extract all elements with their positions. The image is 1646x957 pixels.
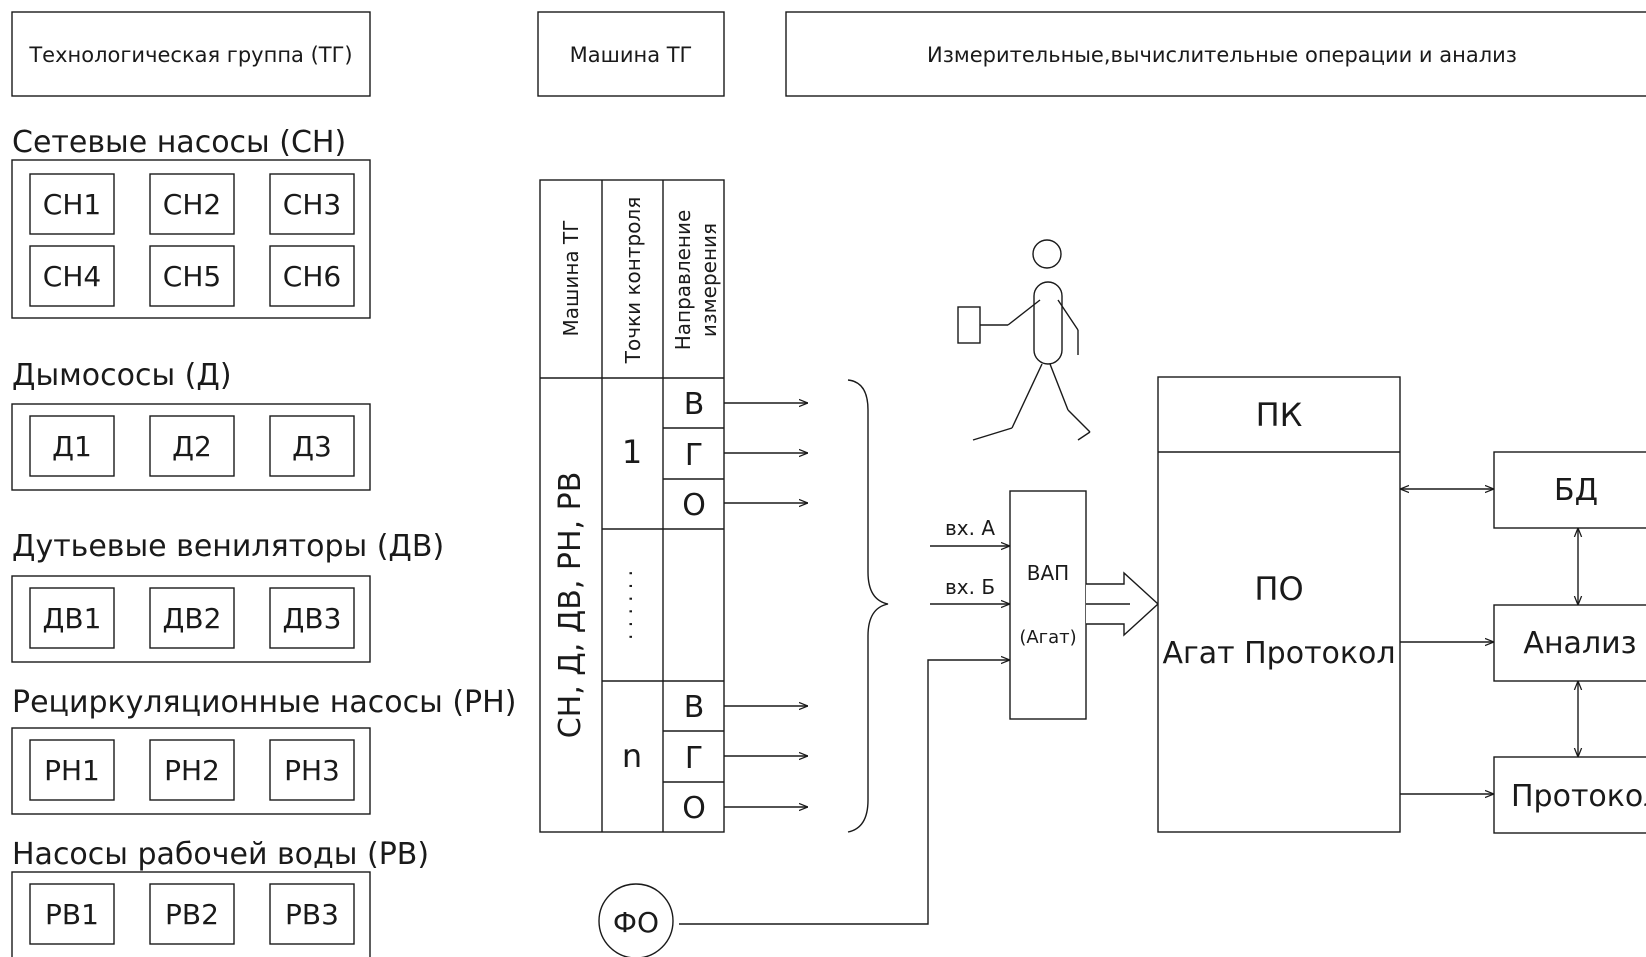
svg-text:СН5: СН5	[163, 260, 221, 293]
unit-sn1: СН1	[30, 174, 114, 234]
svg-text:Д3: Д3	[292, 430, 332, 463]
table-header-direction-1: Направление	[671, 210, 695, 351]
dir-g-n: Г	[685, 741, 703, 776]
table-point-first: 1	[622, 433, 642, 471]
vap-sublabel: (Агат)	[1019, 627, 1076, 648]
dir-v-n: В	[684, 690, 705, 725]
fo-node: ФО	[599, 884, 673, 957]
svg-text:ДВ3: ДВ3	[283, 602, 342, 635]
unit-dv2: ДВ2	[150, 588, 234, 648]
dir-g-1: Г	[685, 438, 703, 473]
dir-v-1: В	[684, 387, 705, 422]
analysis-label: Анализ	[1523, 626, 1636, 661]
group-title: Насосы рабочей воды (РВ)	[12, 837, 429, 872]
table-output-arrows	[724, 403, 808, 807]
unit-d1: Д1	[30, 416, 114, 476]
svg-text:СН3: СН3	[283, 188, 341, 221]
unit-sn3: СН3	[270, 174, 354, 234]
unit-dv3: ДВ3	[270, 588, 354, 648]
dir-o-1: О	[682, 488, 706, 523]
group-title: Дутьевые вениляторы (ДВ)	[12, 529, 444, 564]
pc-software-name: Агат Протокол	[1162, 636, 1395, 671]
unit-rn2: РН2	[150, 740, 234, 800]
svg-text:РВ1: РВ1	[45, 898, 99, 931]
curly-brace	[848, 380, 888, 832]
header-tg: Технологическая группа (ТГ)	[12, 12, 370, 96]
analysis-block: Анализ	[1494, 605, 1646, 681]
svg-text:РВ2: РВ2	[165, 898, 219, 931]
vap-inputs: вх. А вх. Б	[679, 516, 1010, 924]
machine-table: Машина ТГ Точки контроля Направление изм…	[540, 180, 724, 832]
group-title: Дымососы (Д)	[12, 358, 232, 393]
pc-software-label: ПО	[1254, 570, 1303, 608]
svg-text:СН1: СН1	[43, 188, 101, 221]
svg-text:ДВ1: ДВ1	[43, 602, 102, 635]
table-header-machine: Машина ТГ	[559, 220, 583, 337]
unit-d2: Д2	[150, 416, 234, 476]
svg-text:РН1: РН1	[44, 754, 100, 787]
group-title: Сетевые насосы (СН)	[12, 125, 346, 160]
pc-block: ПК ПО Агат Протокол	[1158, 377, 1400, 832]
table-header-points: Точки контроля	[621, 197, 645, 365]
header-ops: Измерительные,вычислительные операции и …	[786, 12, 1646, 96]
unit-sn6: СН6	[270, 246, 354, 306]
input-b-label: вх. Б	[945, 575, 995, 599]
svg-text:РН3: РН3	[284, 754, 340, 787]
table-machines-list: СН, Д, ДВ, РН, РВ	[553, 472, 588, 739]
dir-o-n: О	[682, 791, 706, 826]
unit-rv3: РВ3	[270, 884, 354, 944]
table-point-last: n	[622, 737, 642, 775]
group-recirculation-pumps: Рециркуляционные насосы (РН) РН1 РН2 РН3	[12, 685, 516, 814]
unit-sn5: СН5	[150, 246, 234, 306]
group-smoke-exhausters: Дымососы (Д) Д1 Д2 Д3	[12, 358, 370, 490]
svg-text:СН4: СН4	[43, 260, 101, 293]
protocol-block: Протокол	[1494, 757, 1646, 833]
unit-dv1: ДВ1	[30, 588, 114, 648]
unit-sn2: СН2	[150, 174, 234, 234]
unit-sn4: СН4	[30, 246, 114, 306]
svg-text:ДВ2: ДВ2	[163, 602, 222, 635]
header-machine: Машина ТГ	[538, 12, 724, 96]
svg-text:СН2: СН2	[163, 188, 221, 221]
vap-block: ВАП (Агат)	[1010, 491, 1086, 719]
pc-title: ПК	[1256, 396, 1303, 434]
table-header-direction-2: измерения	[697, 223, 721, 337]
unit-rv2: РВ2	[150, 884, 234, 944]
header-tg-label: Технологическая группа (ТГ)	[28, 43, 352, 67]
header-machine-label: Машина ТГ	[570, 43, 693, 67]
protocol-label: Протокол	[1511, 779, 1646, 814]
vap-to-pc-arrows	[1086, 573, 1158, 635]
svg-text:Д2: Д2	[172, 430, 212, 463]
db-label: БД	[1554, 473, 1598, 508]
group-network-pumps: Сетевые насосы (СН) СН1 СН2 СН3 СН4 СН5 …	[12, 125, 370, 318]
db-block: БД	[1494, 452, 1646, 528]
fo-label: ФО	[613, 906, 659, 939]
group-working-water-pumps: Насосы рабочей воды (РВ) РВ1 РВ2 РВ3	[12, 837, 429, 957]
input-a-label: вх. А	[945, 516, 995, 540]
svg-text:РВ3: РВ3	[285, 898, 339, 931]
header-ops-label: Измерительные,вычислительные операции и …	[927, 43, 1517, 67]
svg-text:РН2: РН2	[164, 754, 220, 787]
table-point-dots: · · · · · ·	[619, 570, 643, 640]
unit-rn1: РН1	[30, 740, 114, 800]
unit-rn3: РН3	[270, 740, 354, 800]
svg-text:Д1: Д1	[52, 430, 92, 463]
unit-d3: Д3	[270, 416, 354, 476]
operator-figure-icon	[958, 240, 1090, 440]
group-title: Рециркуляционные насосы (РН)	[12, 685, 516, 720]
group-blower-fans: Дутьевые вениляторы (ДВ) ДВ1 ДВ2 ДВ3	[12, 529, 444, 662]
svg-text:СН6: СН6	[283, 260, 341, 293]
unit-rv1: РВ1	[30, 884, 114, 944]
vap-label: ВАП	[1027, 561, 1069, 585]
